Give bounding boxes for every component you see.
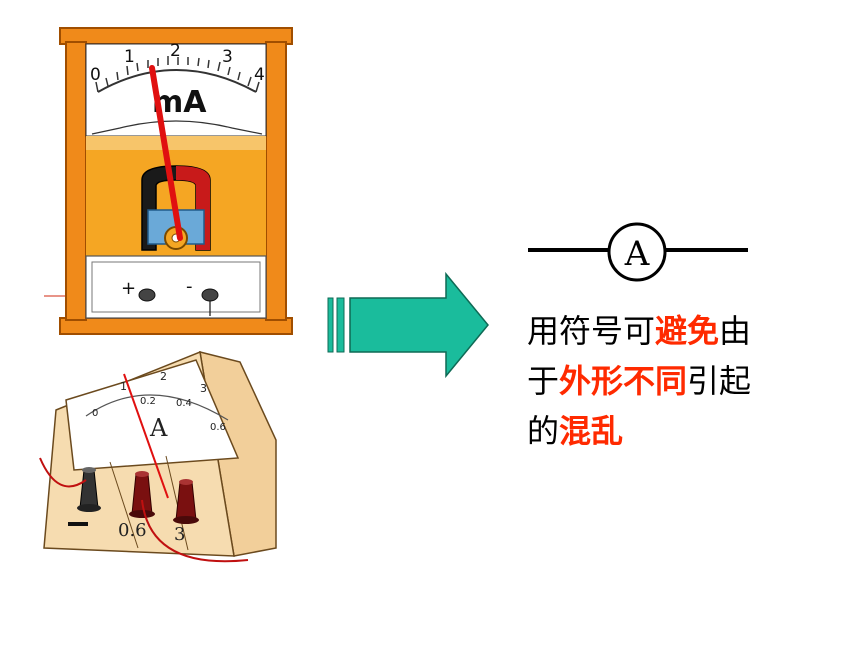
ammeter-bottom-label-04: 0.4: [176, 398, 192, 409]
terminal-red-post: [131, 473, 153, 515]
caption-text-2b: 引起: [687, 362, 752, 400]
ammeter-scale-arc: [85, 394, 229, 421]
caption-line-3: 的混乱: [527, 406, 827, 456]
caption-highlight-avoid: 避免: [655, 312, 720, 350]
ammeter-top-label-2: 2: [160, 370, 167, 383]
ammeter-top-label-1: 1: [120, 380, 127, 393]
caption-highlight-confusion: 混乱: [559, 412, 624, 450]
lead-wire-right: [141, 499, 249, 563]
caption-line-2: 于外形不同引起: [527, 356, 827, 406]
dial-arc: [97, 69, 257, 93]
ammeter-terminal-label-3: 3: [174, 524, 185, 545]
terminal-plus-screw: [138, 288, 156, 302]
ammeter-dial-face: [65, 359, 240, 471]
meter-right-post: [265, 41, 287, 321]
terminal-black-base: [77, 504, 101, 512]
arrow-stripe-1: [327, 297, 334, 353]
dial-label-0: 0: [90, 65, 101, 85]
dial-label-1: 1: [124, 47, 135, 67]
caption-text-2a: 于: [527, 362, 560, 400]
terminal-plus-label: +: [121, 278, 136, 299]
milliammeter: 0 1 2 3 4 mA + -: [44, 27, 293, 335]
dial-ticks: [95, 56, 260, 93]
dial-label-3: 3: [222, 47, 233, 67]
terminal-inner-frame: [91, 261, 261, 313]
terminal-red-cap: [135, 471, 149, 477]
arrow-stripe-2: [336, 297, 345, 353]
caption-text-3a: 的: [527, 412, 560, 450]
terminal-red-base: [129, 510, 155, 518]
meter-left-post: [65, 41, 87, 321]
meter-needle: [149, 65, 183, 241]
caption-text-1a: 用符号可: [527, 312, 656, 350]
ammeter-divider-2: [165, 455, 189, 551]
mechanism-panel-top: [86, 136, 266, 150]
caption-text-1b: 由: [719, 312, 752, 350]
ammeter-unit-label: A: [149, 414, 168, 442]
terminal-red2-base: [173, 516, 199, 524]
caption-text: 用符号可避免由 于外形不同引起 的混乱: [527, 306, 827, 456]
terminal-black-cap: [82, 467, 96, 473]
terminal-red2-post: [175, 481, 197, 521]
ammeter-bottom-label-06: 0.6: [210, 422, 226, 433]
dial-label-4: 4: [254, 65, 265, 85]
dial-lower-curve: [91, 120, 263, 135]
ammeter-symbol: A: [528, 222, 748, 282]
caption-line-1: 用符号可避免由: [527, 306, 827, 356]
ammeter-needle: [123, 373, 169, 499]
symbol-letter: A: [624, 234, 650, 274]
ammeter-bottom-label-02: 0.2: [140, 396, 156, 407]
terminal-minus-screw: [201, 288, 219, 302]
terminal-minus-label: -: [186, 276, 193, 297]
lead-wire-left: [39, 457, 87, 488]
school-ammeter: 1 2 3 0 0.2 0.4 0.6 A 0.6 3: [39, 350, 277, 563]
meter-bottom-bar: [59, 317, 293, 335]
terminal-red2-cap: [179, 479, 193, 485]
ammeter-bottom-label-0: 0: [92, 408, 98, 419]
terminal-panel: [85, 255, 267, 319]
dial-label-2: 2: [170, 41, 181, 61]
ammeter-divider-1: [109, 461, 139, 549]
direction-arrow: [327, 271, 489, 379]
ammeter-top-label-3: 3: [200, 382, 207, 395]
caption-highlight-shape: 外形不同: [559, 362, 688, 400]
ammeter-terminal-label-06: 0.6: [118, 520, 147, 541]
arrow-body: [349, 271, 489, 379]
